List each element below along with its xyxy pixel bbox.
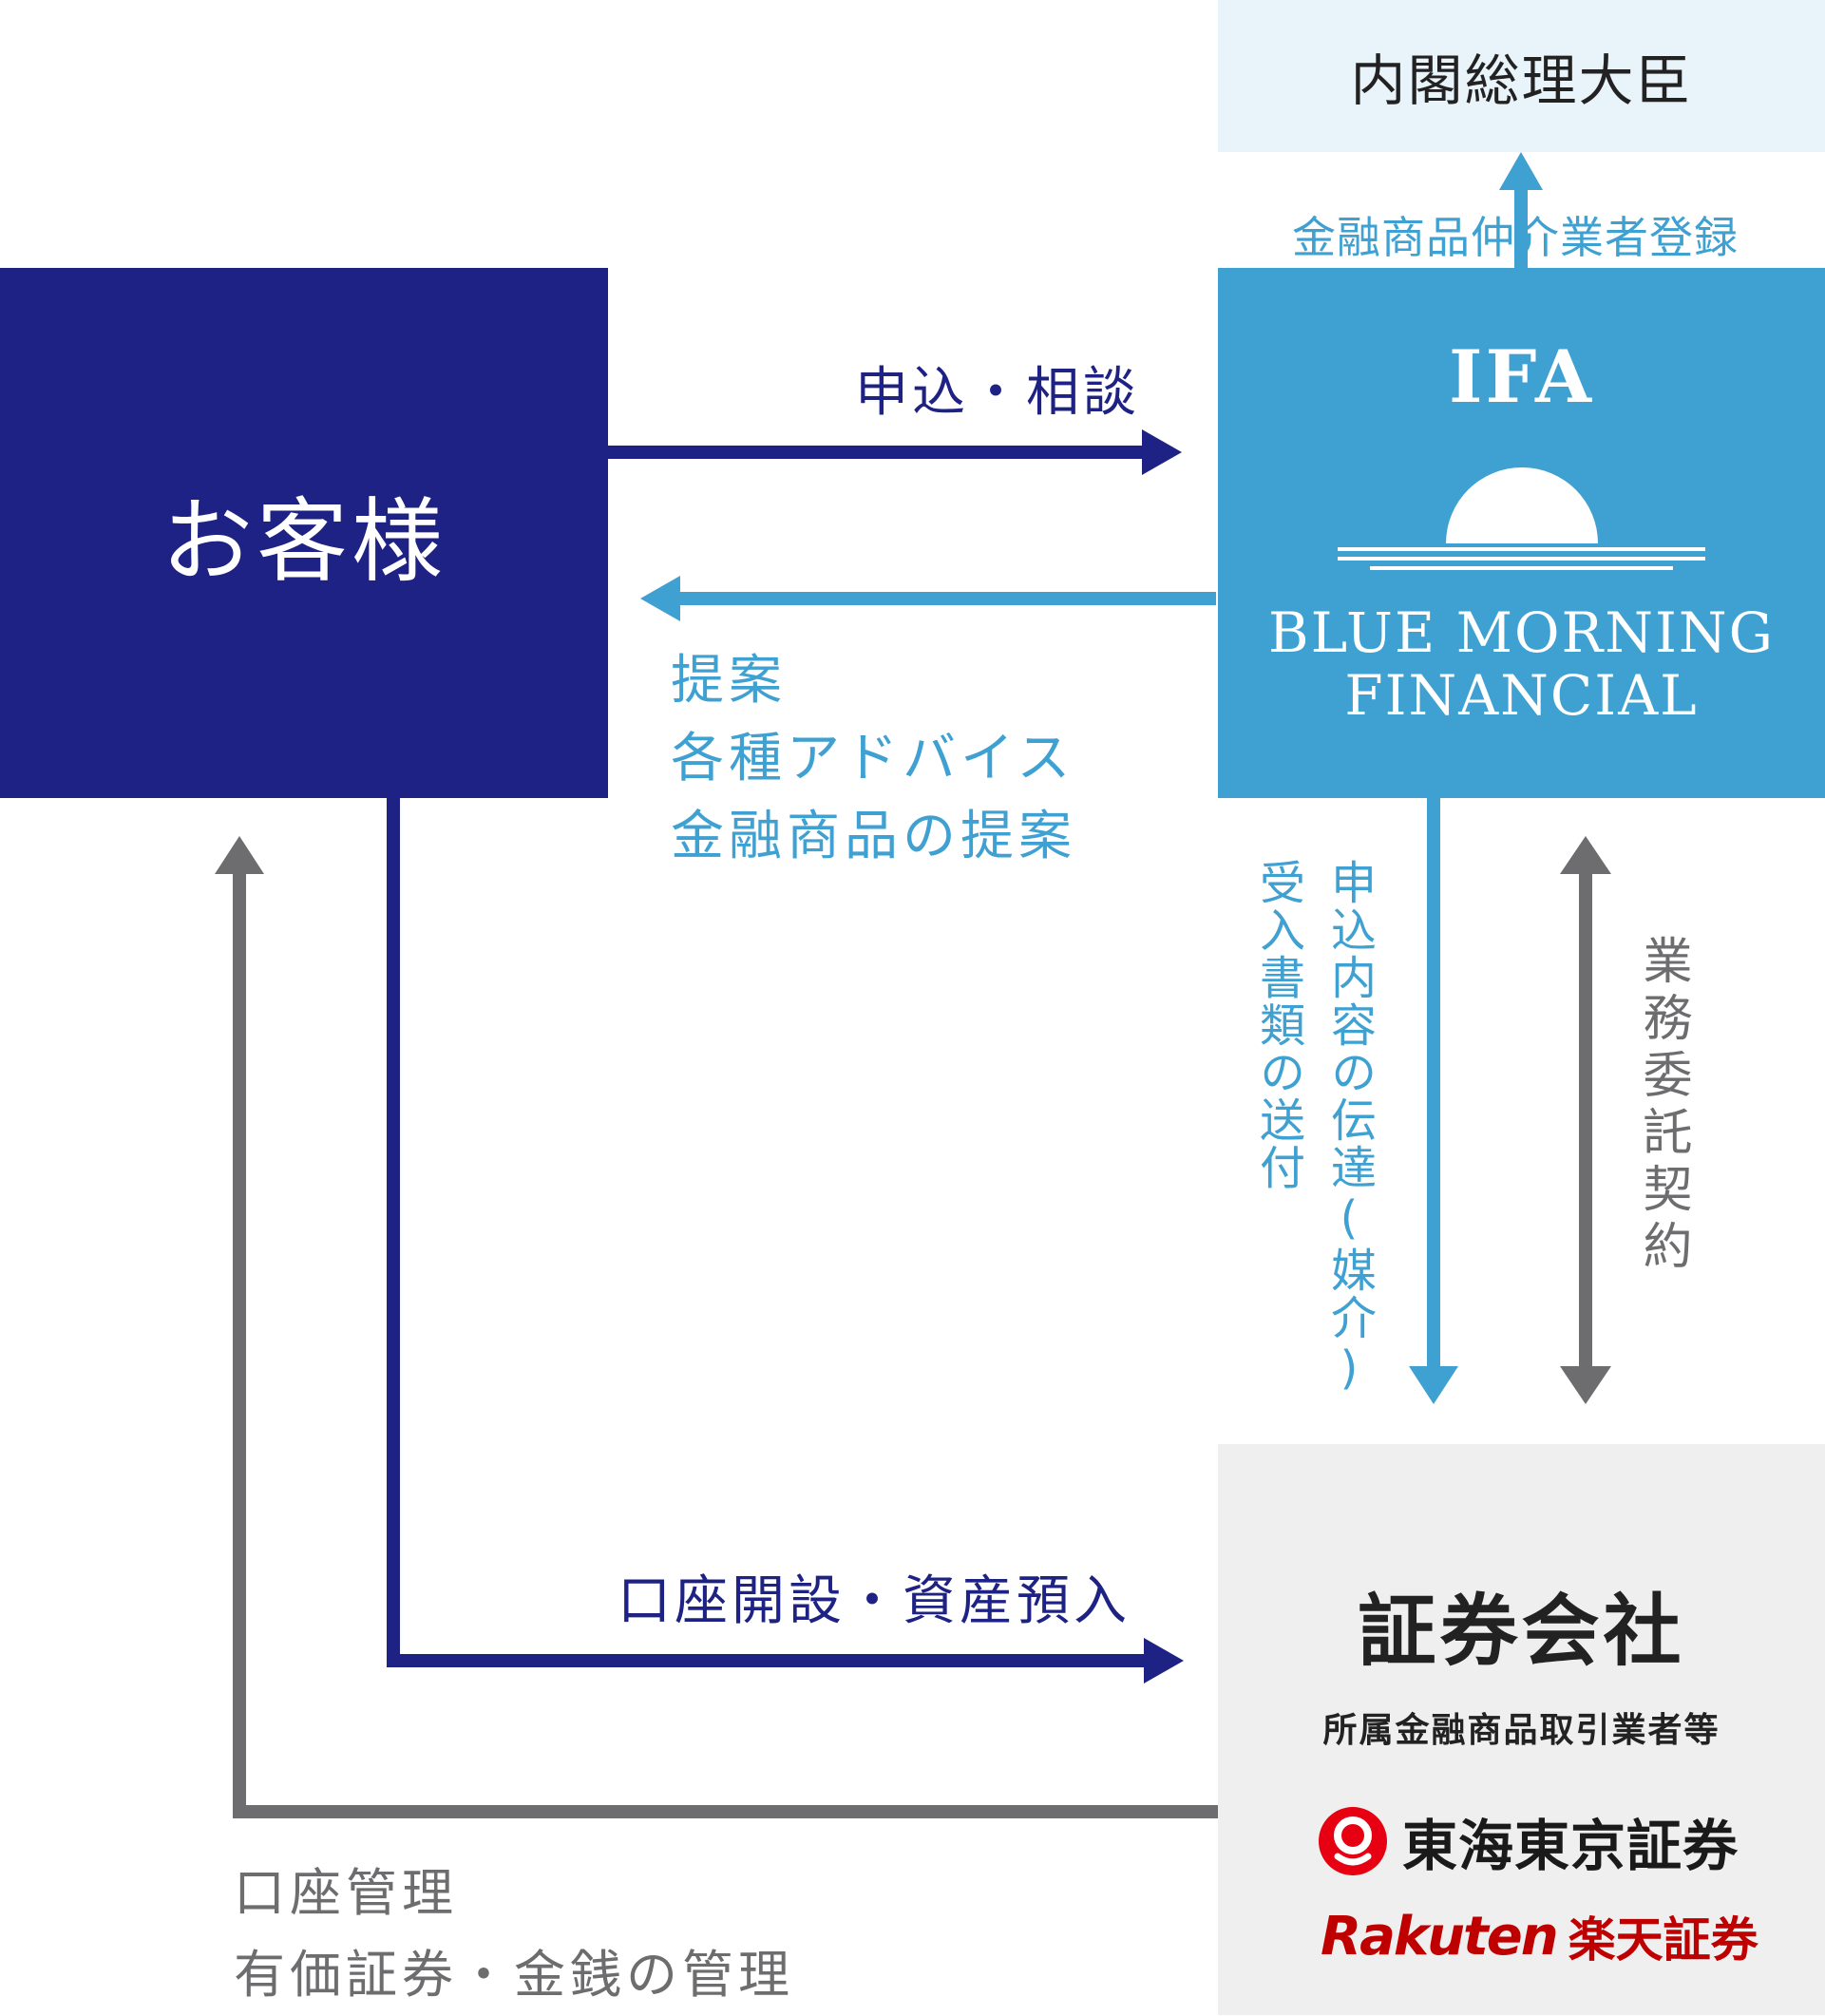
proposal-line-2: 各種アドバイス [671,728,1075,789]
transmit-label-col1: 申込内容の伝達(媒介) [1322,859,1376,1397]
proposal-line-1: 提案 [671,650,787,712]
tokai-tokyo-name: 東海東京証券 [1402,1814,1739,1878]
minister-box: 内閣総理大臣 [1218,0,1825,152]
logo-text-line2: FINANCIAL [1344,663,1699,728]
securities-title: 証券会社 [1358,1586,1685,1677]
arrow-transmit [1409,796,1458,1404]
registration-label: 金融商品仲介業者登録 [1292,212,1739,263]
outsourcing-label: 業務委託契約 [1634,935,1691,1277]
ifa-box: IFA BLUE MORNING FINANCIAL [1218,268,1825,798]
arrow-proposal [640,576,1216,621]
ifa-title: IFA [1448,334,1595,419]
arrow-account-mgmt [215,836,1218,1818]
securities-subtitle: 所属金融商品取引業者等 [1322,1710,1720,1750]
account-mgmt-line-1: 口座管理 [234,1863,458,1923]
logo-text-line1: BLUE MORNING [1268,600,1775,665]
proposal-line-3: 金融商品の提案 [671,806,1076,867]
rakuten-latin: Rakuten [1321,1905,1559,1968]
customer-label: お客様 [162,487,447,595]
arrow-registration [1499,152,1543,268]
transmit-label-col2: 受入書類の送付 [1251,859,1304,1191]
customer-box: お客様 [0,268,608,798]
account-mgmt-labels: 口座管理 有価証券・金銭の管理 [234,1853,794,2016]
arrow-account-open [387,798,1184,1683]
rising-sun-logo [1338,467,1705,570]
account-open-label: 口座開設・資産預入 [618,1570,1131,1632]
arrow-outsourcing [1560,836,1611,1404]
account-mgmt-line-2: 有価証券・金銭の管理 [234,1945,794,2005]
rakuten-logo: Rakuten 楽天証券 [1321,1898,1758,1974]
apply-consult-label: 申込・相談 [855,362,1140,424]
tokai-tokyo-logo: 東海東京証券 [1317,1803,1739,1879]
arrow-apply-consult [608,429,1182,475]
minister-label: 内閣総理大臣 [1350,48,1693,113]
tokai-tokyo-mark-icon [1319,1807,1387,1875]
rakuten-jp: 楽天証券 [1568,1912,1758,1968]
securities-box: 証券会社 所属金融商品取引業者等 東海東京証券 Rakuten 楽天証券 [1218,1444,1825,2015]
proposal-labels: 提案 各種アドバイス 金融商品の提案 [671,642,1076,876]
